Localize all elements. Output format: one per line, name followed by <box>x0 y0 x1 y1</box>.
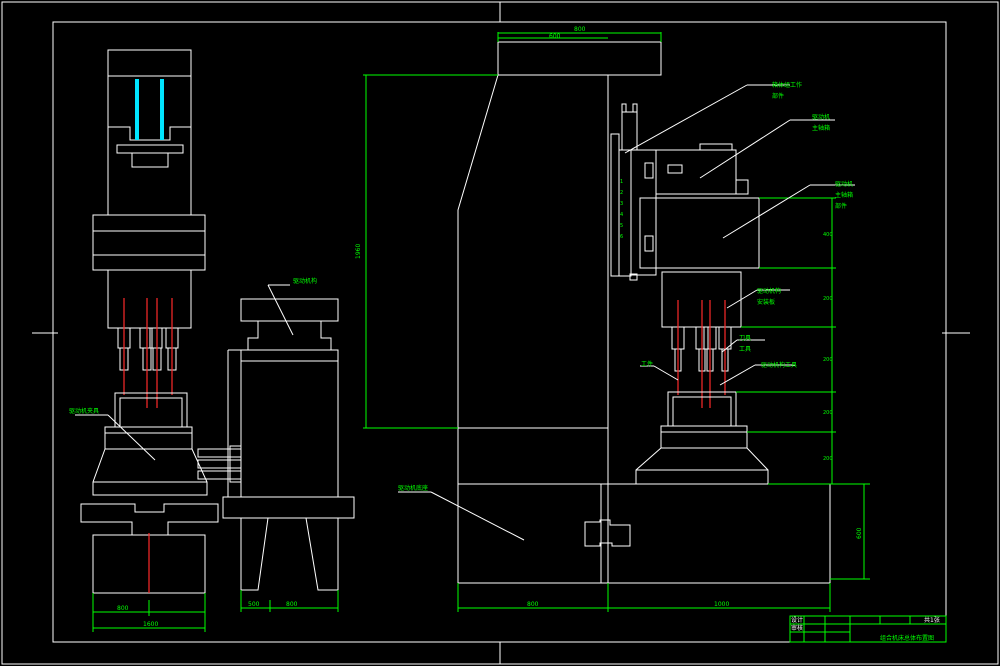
callout-spindle-head-3: 部件 <box>835 202 847 210</box>
svg-text:3: 3 <box>620 201 623 207</box>
drilling-head-assembly: 1 2 3 4 5 6 <box>610 103 836 485</box>
right-callouts: 箱体组工作 部件 驱动机 主轴箱 驱动机 主轴箱 部件 驱动机构 安装板 刀具 … <box>624 81 855 386</box>
slide-rail <box>610 133 620 277</box>
callout-spindle-box-1: 驱动机 <box>812 113 830 121</box>
callout-top-unit-2: 部件 <box>772 92 784 100</box>
title-row-design: 设计 <box>791 616 803 624</box>
callout-drill-tool-2: 工具 <box>739 346 751 353</box>
callout-drill-tool-1: 刀具 <box>739 335 751 342</box>
base-clamp <box>584 519 631 547</box>
callout-fixture-tooling: 驱动机构工具 <box>761 361 797 369</box>
callout-feed-plate-2: 安装板 <box>757 298 775 306</box>
vertical-marks: 1 2 3 4 5 6 <box>620 179 623 240</box>
callout-spindle-head-1: 驱动机 <box>835 180 853 188</box>
svg-text:4: 4 <box>620 212 623 218</box>
fixture-plate-left <box>104 426 193 450</box>
dim-stack-3: 200 <box>823 357 833 363</box>
motor-housing <box>107 49 192 216</box>
column-top-cap <box>497 41 662 76</box>
svg-text:1: 1 <box>620 179 623 185</box>
dim-base-height: 600 <box>856 527 863 539</box>
dim-top-width: 800 <box>574 26 586 33</box>
middle-view: 500 800 驱动机构 <box>197 277 355 612</box>
title-block-frame <box>789 615 947 643</box>
dim-stack-2: 200 <box>823 296 833 302</box>
callout-feed-plate-1: 驱动机构 <box>757 287 781 295</box>
dim-left-half: 800 <box>117 605 129 612</box>
svg-text:5: 5 <box>620 223 623 229</box>
hydraulic-base <box>222 496 355 519</box>
title-block: 共1张 设计 审核 组合机床总体布置图 <box>789 615 947 643</box>
callout-spindle-box-2: 主轴箱 <box>812 124 830 132</box>
dim-base-right: 1000 <box>714 601 729 608</box>
fixture-base-right <box>635 447 769 485</box>
motor-flange <box>116 144 184 154</box>
spindle-box <box>92 214 206 271</box>
hydraulic-tank <box>240 349 339 498</box>
leader-left-fixture <box>107 414 156 461</box>
svg-text:6: 6 <box>620 234 623 240</box>
hydraulic-cap <box>240 298 339 322</box>
dim-stack-5: 200 <box>823 456 833 462</box>
drawing-title: 组合机床总体布置图 <box>880 634 934 642</box>
machine-base <box>457 483 831 584</box>
title-row-review: 审核 <box>791 624 803 632</box>
callout-left-fixture: 驱动机夹具 <box>69 407 99 415</box>
drive-motor <box>655 149 737 195</box>
dim-column-height: 1960 <box>355 244 362 259</box>
slide-table-left <box>80 503 219 536</box>
spindle-box-right <box>655 197 760 269</box>
dim-top-inner: 600 <box>549 33 561 40</box>
dim-left-total: 1600 <box>143 621 158 628</box>
callout-motor-top: 驱动机构 <box>293 277 317 285</box>
title-sheet-count: 共1张 <box>924 616 940 624</box>
callout-spindle-head-2: 主轴箱 <box>835 191 853 199</box>
dim-middle-b: 800 <box>286 601 298 608</box>
dim-stack-4: 200 <box>823 410 833 416</box>
dim-base-left: 800 <box>527 601 539 608</box>
spindle-group <box>117 298 179 408</box>
callout-base-column: 驱动机底座 <box>398 484 428 492</box>
dim-stack-1: 400 <box>823 232 833 238</box>
multi-spindle-head <box>107 269 192 329</box>
rail-top <box>621 111 638 151</box>
fixture-plate-right <box>660 425 748 449</box>
left-side-view: 800 1600 <box>80 49 219 632</box>
callout-top-unit-1: 箱体组工作 <box>772 81 802 89</box>
spindle-group-right <box>671 300 732 408</box>
svg-text:2: 2 <box>620 190 623 196</box>
dim-middle-a: 500 <box>248 601 260 608</box>
callout-workpiece: 工件 <box>641 360 653 368</box>
main-front-view: 800 600 1960 800 1000 600 驱动机底座 <box>355 26 870 612</box>
column-left-profile <box>457 74 499 484</box>
